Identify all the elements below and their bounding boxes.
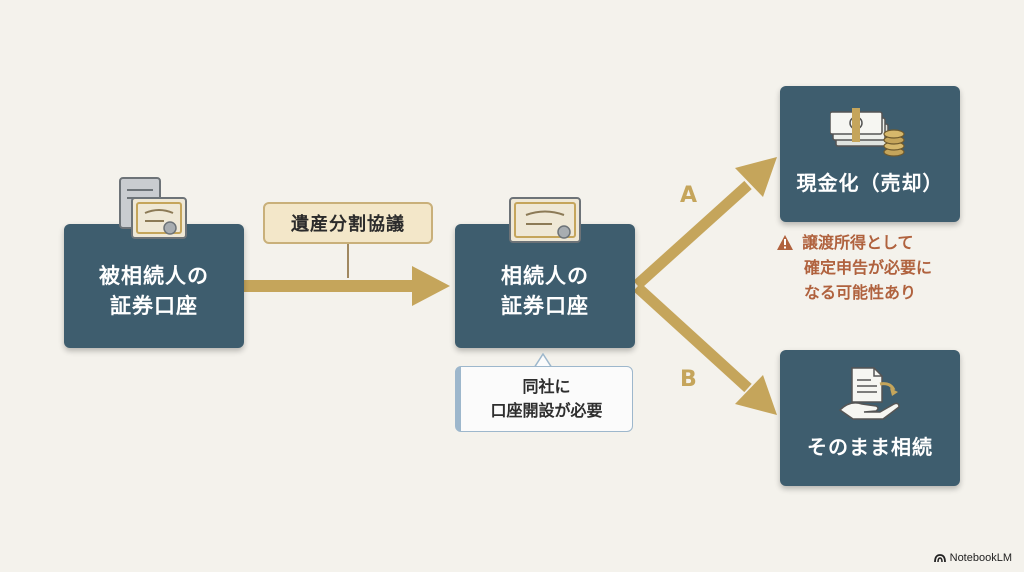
cash-out-box: 現金化（売却） <box>780 86 960 222</box>
branch-a-head <box>735 157 777 197</box>
note-line2: 口座開設が必要 <box>490 401 603 420</box>
account-opening-note: 同社に 口座開設が必要 <box>455 366 633 432</box>
note-line1: 同社に <box>522 377 571 396</box>
branch-b-shaft <box>633 282 752 393</box>
heir-account-box: 相続人の 証券口座 <box>455 224 635 348</box>
branch-b-label: B <box>680 367 697 392</box>
cash-coins-icon <box>830 108 905 157</box>
inheritance-agreement-label: 遺産分割協議 <box>263 202 433 244</box>
heir-line2: 証券口座 <box>501 294 589 318</box>
main-arrow-head <box>412 266 450 306</box>
branch-b-head <box>735 375 777 415</box>
branch-a-label: A <box>680 183 698 208</box>
source-line2: 証券口座 <box>110 294 198 318</box>
warning-line2: 確定申告が必要に <box>804 258 933 277</box>
hand-document-icon <box>838 367 900 420</box>
warning-line3: なる可能性あり <box>804 283 917 302</box>
certificate-icon <box>509 197 581 243</box>
warning-icon <box>777 235 793 250</box>
tax-warning: 譲渡所得として 確定申告が必要に なる可能性あり <box>776 230 996 305</box>
source-account-box: 被相続人の 証券口座 <box>64 224 244 348</box>
heir-line1: 相続人の <box>501 264 589 288</box>
branch-a-shaft <box>633 180 752 290</box>
brand-watermark: NotebookLM <box>933 552 1012 564</box>
document-stack-icon <box>119 177 187 239</box>
keep-inheritance-label: そのまま相続 <box>807 435 933 459</box>
source-line1: 被相続人の <box>99 264 209 288</box>
cash-out-label: 現金化（売却） <box>796 171 944 195</box>
keep-inheritance-box: そのまま相続 <box>780 350 960 486</box>
brand-name: NotebookLM <box>949 552 1012 564</box>
notebooklm-logo-icon <box>933 554 946 563</box>
warning-line1: 譲渡所得として <box>802 233 914 252</box>
label-connector <box>347 244 349 278</box>
